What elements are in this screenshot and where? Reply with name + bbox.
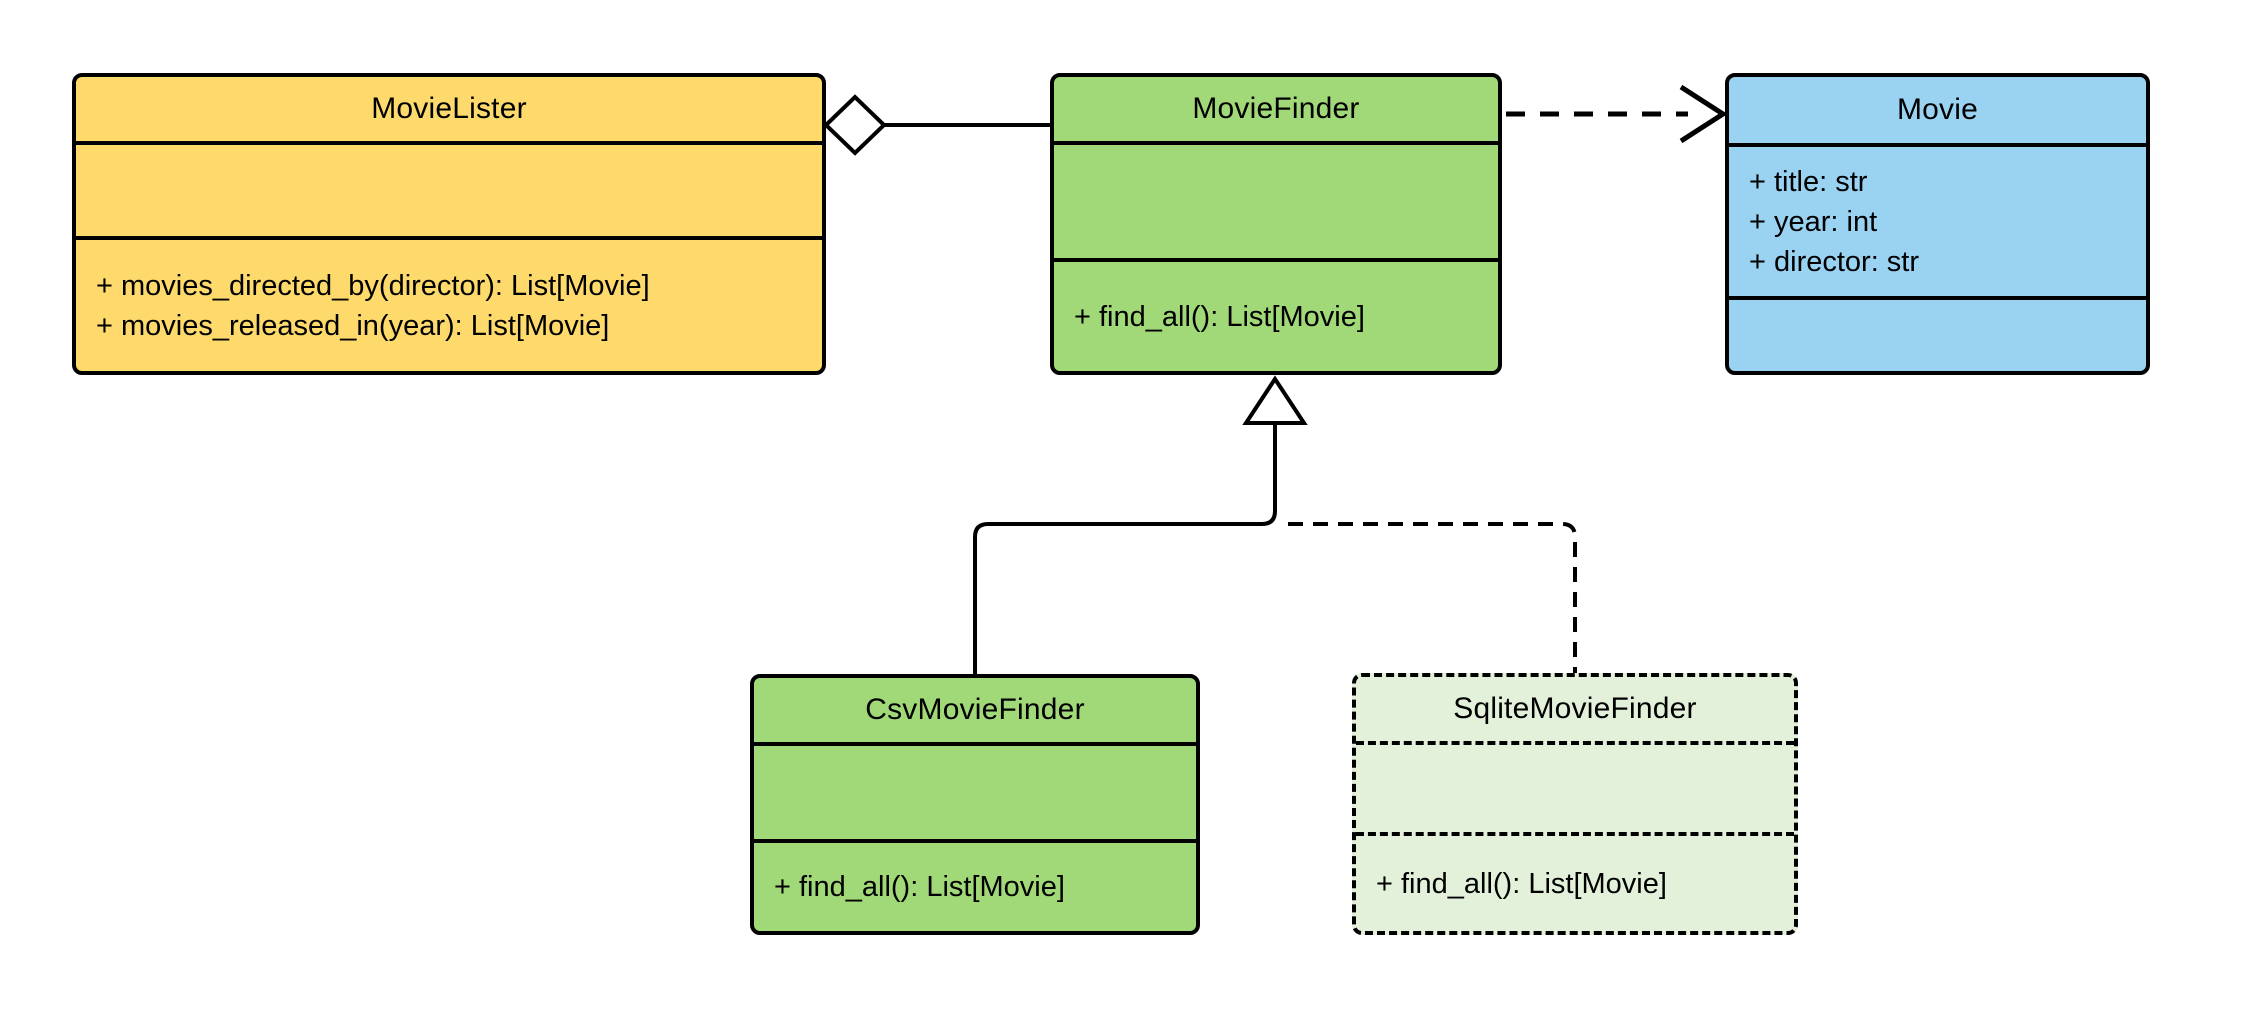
- class-name-label: MovieFinder: [1192, 92, 1360, 125]
- class-attributes-section: [1054, 141, 1498, 258]
- dependency-arrowhead-icon: [1679, 84, 1728, 144]
- attribute-label: + director: str: [1749, 245, 1920, 278]
- method-label: + find_all(): List[Movie]: [1074, 300, 1365, 333]
- class-methods-section: + find_all(): List[Movie]: [754, 839, 1196, 931]
- inheritance-dashed-line: [1288, 522, 1577, 675]
- class-title-section: CsvMovieFinder: [754, 678, 1196, 742]
- class-title-section: Movie: [1729, 77, 2146, 143]
- method-label: + find_all(): List[Movie]: [1376, 867, 1667, 900]
- class-methods-section: [1729, 296, 2146, 371]
- method-label: + find_all(): List[Movie]: [774, 871, 1065, 903]
- class-methods-section: + movies_directed_by(director): List[Mov…: [76, 236, 822, 371]
- class-attributes-section: + title: str + year: int + director: str: [1729, 143, 2146, 296]
- aggregation-diamond-icon: [823, 94, 887, 156]
- class-name-label: MovieLister: [371, 92, 527, 125]
- class-methods-section: + find_all(): List[Movie]: [1356, 832, 1794, 931]
- class-title-section: MovieLister: [76, 77, 822, 141]
- class-name-label: CsvMovieFinder: [865, 693, 1085, 726]
- class-attributes-section: [1356, 741, 1794, 832]
- class-box-csvmoviefinder: CsvMovieFinder + find_all(): List[Movie]: [750, 674, 1200, 935]
- class-box-moviefinder: MovieFinder + find_all(): List[Movie]: [1050, 73, 1502, 375]
- class-title-section: MovieFinder: [1054, 77, 1498, 141]
- inheritance-triangle-icon: [1242, 375, 1308, 425]
- attribute-label: + year: int: [1749, 205, 1878, 238]
- class-box-movie: Movie + title: str + year: int + directo…: [1725, 73, 2150, 375]
- class-methods-section: + find_all(): List[Movie]: [1054, 258, 1498, 371]
- method-label: + movies_directed_by(director): List[Mov…: [96, 269, 650, 302]
- class-attributes-section: [76, 141, 822, 236]
- inheritance-solid-line: [973, 423, 1277, 676]
- class-box-movielister: MovieLister + movies_directed_by(directo…: [72, 73, 826, 375]
- class-title-section: SqliteMovieFinder: [1356, 677, 1794, 741]
- class-attributes-section: [754, 742, 1196, 839]
- class-box-sqlitemoviefinder: SqliteMovieFinder + find_all(): List[Mov…: [1352, 673, 1798, 935]
- attribute-label: + title: str: [1749, 165, 1868, 198]
- class-name-label: SqliteMovieFinder: [1453, 692, 1697, 725]
- class-name-label: Movie: [1896, 93, 1979, 126]
- method-label: + movies_released_in(year): List[Movie]: [96, 309, 610, 342]
